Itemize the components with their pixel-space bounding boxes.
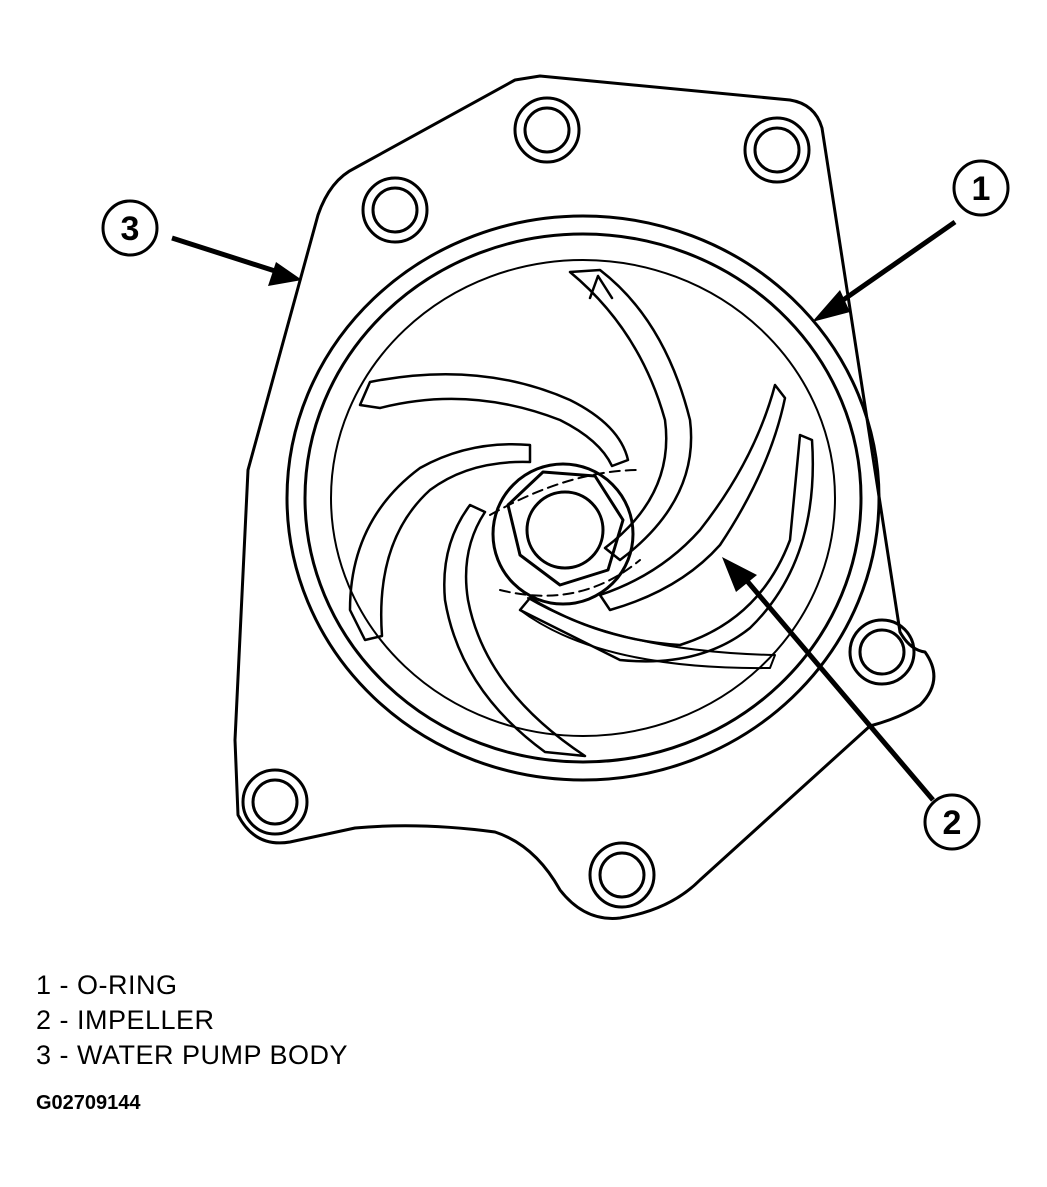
callout-1-label: 1 — [972, 170, 991, 208]
callout-2-arrowhead — [722, 557, 757, 592]
figure-id: G02709144 — [36, 1092, 141, 1114]
callout-2: 2 — [722, 557, 981, 851]
o-ring — [285, 214, 881, 782]
callout-1-arrowhead — [812, 290, 850, 322]
legend-item-impeller: 2 - IMPELLER — [36, 1005, 215, 1035]
water-pump-diagram: 1 2 3 — [101, 74, 1010, 920]
callout-3-arrowhead — [268, 262, 302, 286]
callout-1: 1 — [812, 159, 1010, 322]
callout-2-label: 2 — [943, 804, 962, 842]
impeller-hub — [491, 462, 635, 606]
callout-3-label: 3 — [121, 210, 140, 248]
impeller — [348, 268, 814, 758]
legend-item-o-ring: 1 - O-RING — [36, 970, 178, 1000]
bolt-holes — [241, 96, 916, 909]
legend-item-water-pump-body: 3 - WATER PUMP BODY — [36, 1040, 349, 1070]
callout-3: 3 — [101, 199, 302, 286]
pump-body-outline — [233, 74, 936, 920]
